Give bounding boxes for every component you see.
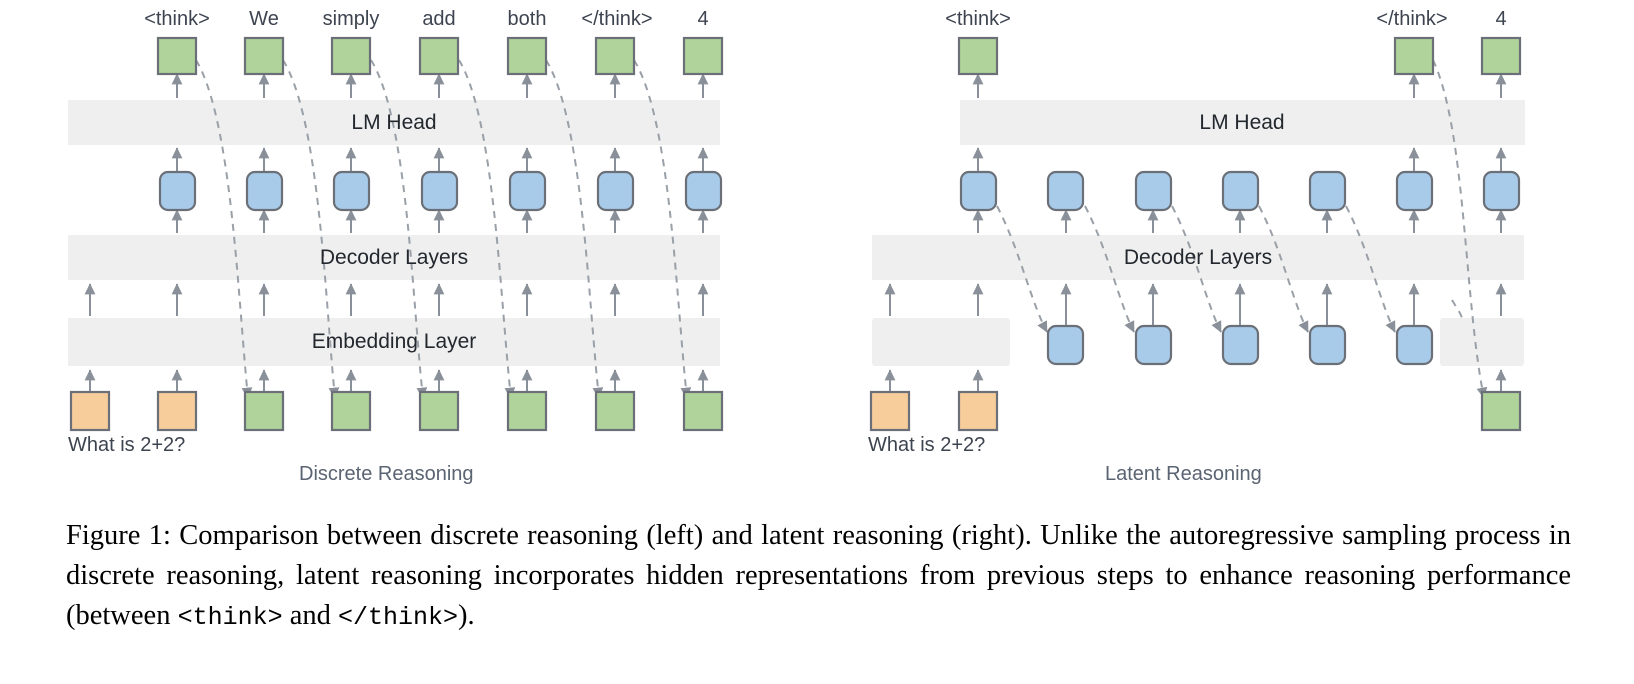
input-token-box <box>418 390 460 432</box>
latent-output-label-0: <think> <box>945 8 1011 30</box>
hidden-state-box <box>1221 170 1260 212</box>
panel-discrete <box>68 36 724 432</box>
hidden-state-box <box>245 170 284 212</box>
caption-think-open-tag: <think> <box>177 603 283 632</box>
latent-output-label-5: </think> <box>1376 8 1448 30</box>
output-token-box <box>682 36 724 76</box>
caption-think-close-tag: </think> <box>338 603 459 632</box>
output-token-box <box>594 36 636 76</box>
output-label-6: 4 <box>697 8 709 30</box>
prompt-token-box <box>957 390 999 432</box>
input-token-box <box>1480 390 1522 432</box>
prompt-token-box <box>869 390 911 432</box>
band-label-lm-head-right: LM Head <box>1199 111 1285 134</box>
hidden-state-box <box>959 170 998 212</box>
prompt-text-left: What is 2+2? <box>68 434 186 456</box>
input-token-box <box>506 390 548 432</box>
latent-state-box <box>1134 324 1173 366</box>
hidden-state-box <box>158 170 197 212</box>
prompt-token-box <box>69 390 111 432</box>
panel-latent <box>869 36 1525 432</box>
latent-state-box <box>1221 324 1260 366</box>
hidden-state-box <box>1395 170 1434 212</box>
output-label-4: both <box>507 8 547 30</box>
output-label-2: simply <box>322 8 380 30</box>
latent-output-label-6: 4 <box>1495 8 1507 30</box>
input-token-box <box>594 390 636 432</box>
output-token-box <box>418 36 460 76</box>
band-lm-head-left <box>68 100 720 145</box>
input-token-box <box>330 390 372 432</box>
hidden-state-box <box>1308 170 1347 212</box>
prompt-text-right: What is 2+2? <box>868 434 986 456</box>
output-label-5: </think> <box>581 8 653 30</box>
output-token-box <box>957 36 999 76</box>
latent-state-box <box>1395 324 1434 366</box>
input-token-box <box>682 390 724 432</box>
output-token-box <box>506 36 548 76</box>
latent-state-box <box>1046 324 1085 366</box>
band-embedding-right-left <box>872 318 1010 366</box>
figure-caption: Figure 1: Comparison between discrete re… <box>66 516 1571 638</box>
caption-body-3: ). <box>458 600 475 631</box>
hidden-state-box <box>684 170 723 212</box>
output-token-box <box>156 36 198 76</box>
hidden-state-box <box>1046 170 1085 212</box>
band-embedding-left <box>68 318 720 366</box>
hidden-state-box <box>1134 170 1173 212</box>
subcaption-discrete: Discrete Reasoning <box>299 463 474 485</box>
hidden-state-box <box>420 170 459 212</box>
subcaption-latent: Latent Reasoning <box>1105 463 1262 485</box>
output-token-box <box>1393 36 1435 76</box>
output-token-box <box>243 36 285 76</box>
caption-body-2: and <box>282 600 339 631</box>
band-decoder-left <box>68 235 720 280</box>
band-embedding-right-right <box>1440 318 1524 366</box>
hidden-state-box <box>332 170 371 212</box>
prompt-token-box <box>156 390 198 432</box>
caption-body-1: Comparison between discrete reasoning (l… <box>66 520 1571 631</box>
output-label-0: <think> <box>144 8 210 30</box>
output-label-3: add <box>422 8 456 30</box>
band-label-embedding-left: Embedding Layer <box>311 330 477 353</box>
hidden-state-box <box>596 170 635 212</box>
band-label-lm-head-left: LM Head <box>351 111 437 134</box>
output-token-box <box>330 36 372 76</box>
output-token-box <box>1480 36 1522 76</box>
input-token-box <box>243 390 285 432</box>
output-label-1: We <box>249 8 279 30</box>
latent-state-box <box>1308 324 1347 366</box>
caption-figure-number: Figure 1: <box>66 520 171 551</box>
hidden-state-box <box>1482 170 1521 212</box>
band-lm-head-right <box>960 100 1525 145</box>
band-label-decoder-right: Decoder Layers <box>1123 246 1273 269</box>
hidden-state-box <box>508 170 547 212</box>
figure-diagram <box>68 36 1525 432</box>
band-label-decoder-left: Decoder Layers <box>319 246 469 269</box>
